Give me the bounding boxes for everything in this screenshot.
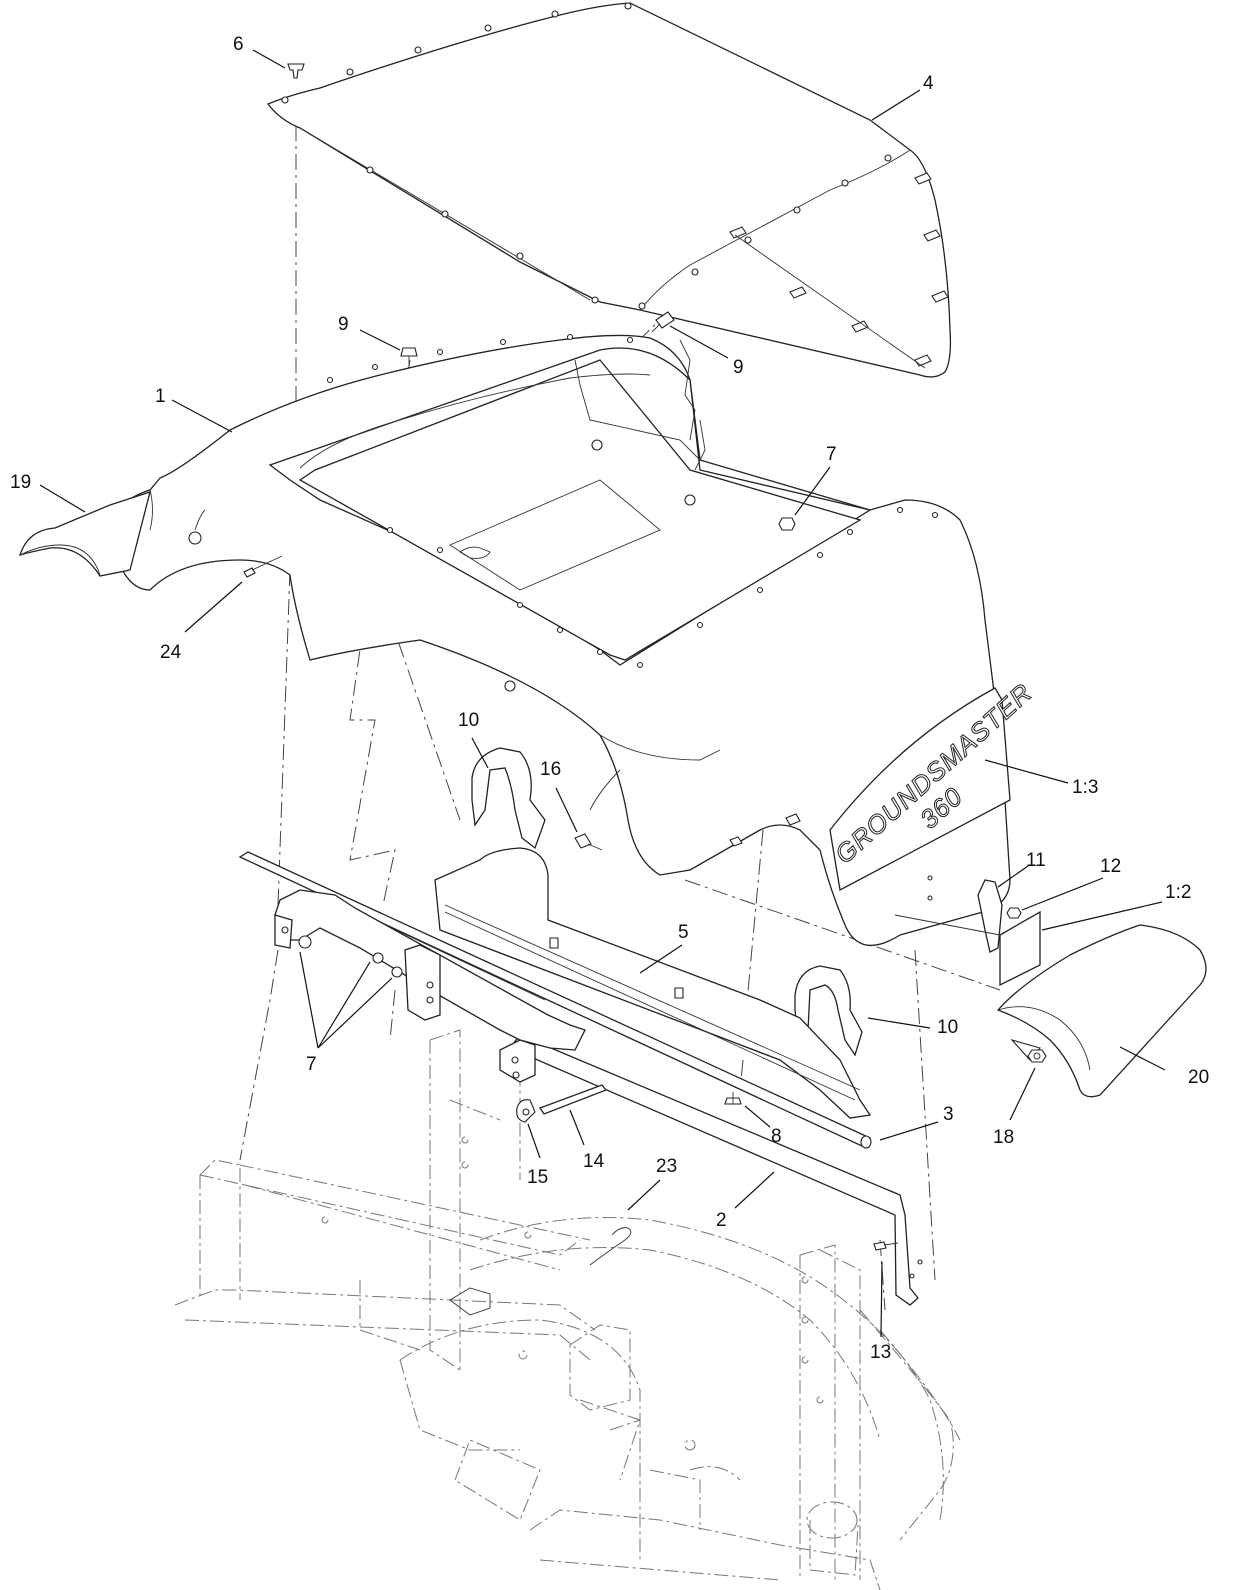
bolt-frame	[873, 1241, 923, 1279]
callout-2: 2	[716, 1210, 727, 1231]
latch-rod	[516, 1084, 608, 1123]
decal-small	[894, 910, 1041, 987]
callout-18: 18	[993, 1127, 1014, 1148]
callout-5: 5	[678, 922, 689, 943]
callout-1-2: 1:2	[1165, 882, 1191, 903]
left-end-cap	[19, 491, 151, 577]
callout-7-bracket: 7	[306, 1054, 317, 1075]
callout-4: 4	[923, 73, 934, 94]
callout-14: 14	[583, 1151, 605, 1172]
callout-19: 19	[10, 472, 31, 493]
callout-9-left: 9	[338, 314, 349, 335]
callout-24: 24	[160, 642, 182, 663]
callout-1: 1	[155, 386, 166, 407]
callout-7-top: 7	[826, 444, 837, 465]
bolts	[400, 311, 675, 368]
hairpin-clip	[449, 1227, 632, 1316]
push-rivets	[729, 172, 949, 367]
screw	[243, 555, 283, 578]
callout-8: 8	[771, 1126, 782, 1147]
mounting-bracket	[434, 847, 872, 1119]
nut-cap	[1027, 1049, 1047, 1063]
hood-body	[107, 333, 1011, 947]
callout-10-right: 10	[937, 1017, 958, 1038]
callout-10-left: 10	[458, 710, 479, 731]
callout-3: 3	[943, 1104, 954, 1125]
frame-rod	[508, 1034, 919, 1306]
callout-16: 16	[540, 759, 561, 780]
callout-15: 15	[527, 1167, 548, 1188]
push-fastener	[287, 63, 305, 79]
callout-20: 20	[1188, 1067, 1209, 1088]
nut-top	[778, 517, 796, 531]
chassis-frame-phantom	[174, 1029, 961, 1590]
callout-12: 12	[1100, 856, 1121, 877]
pivot-pin	[574, 813, 801, 851]
callout-leaders	[39, 49, 1166, 1338]
callout-9-right: 9	[733, 357, 744, 378]
callout-23: 23	[656, 1156, 677, 1177]
callout-11: 11	[1026, 850, 1046, 871]
hood-hoops	[471, 747, 863, 1057]
left-bracket-assembly	[274, 889, 586, 1083]
callout-6: 6	[233, 34, 244, 55]
callout-labels: 6 4 9 9 1 19 7 24 10 16 1:3 11 12 1:2 5 …	[10, 34, 1209, 1363]
roof-panel	[266, 2, 952, 378]
bolt-lower	[724, 1092, 742, 1105]
callout-1-3: 1:3	[1072, 777, 1098, 798]
callout-13: 13	[870, 1342, 891, 1363]
